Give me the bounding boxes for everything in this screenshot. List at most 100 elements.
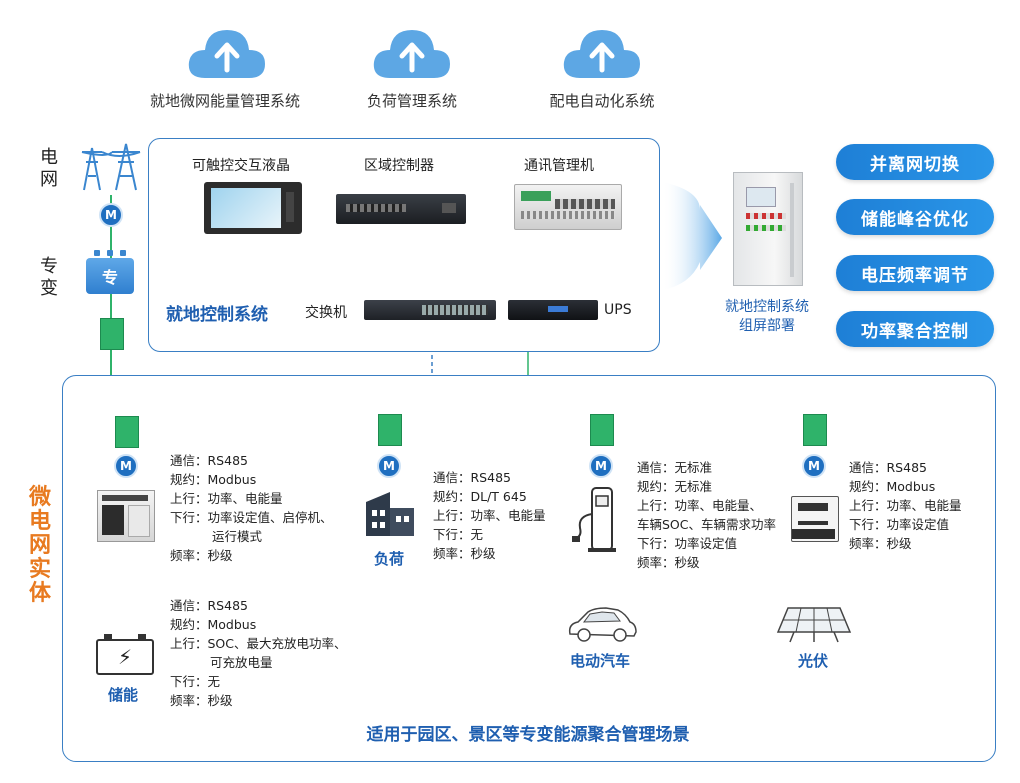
- cabinet-label-line: 组屏部署: [739, 318, 795, 334]
- transformer-label: 专 变: [40, 256, 58, 300]
- transformer-label-line: 专: [40, 256, 58, 277]
- area-controller-device: [336, 194, 466, 224]
- pcs-spec: 通信：RS485 规约：Modbus 上行：功率、电能量 下行：功率设定值、启停…: [170, 451, 333, 565]
- lightning-icon: ⚡: [96, 639, 154, 675]
- pv-label: 光伏: [798, 652, 829, 670]
- motor-letter: M: [105, 208, 117, 222]
- control-system-title: 就地控制系统: [166, 305, 268, 325]
- ev-motor-icon: M: [589, 454, 613, 478]
- battery-icon: ⚡: [96, 634, 154, 675]
- spec-line: 上行：功率、电能量: [849, 498, 962, 513]
- touch-lcd-label: 可触控交互液晶: [192, 158, 290, 174]
- grid-label-line: 电: [40, 147, 58, 168]
- vertical-char: 电: [29, 509, 52, 534]
- storage-label: 储能: [108, 686, 139, 704]
- spec-line: 下行：功率设定值: [849, 517, 950, 532]
- microgrid-vertical-label: 微 电 网 实 体: [29, 486, 55, 606]
- spec-line: 通信：RS485: [433, 470, 511, 485]
- spec-line: 下行：无: [433, 527, 484, 542]
- microgrid-panel: [62, 375, 996, 762]
- building-icon: [366, 492, 414, 536]
- switch-device: [364, 300, 496, 320]
- storage-breaker: [115, 416, 139, 448]
- function-pill-grid-switch: 并离网切换: [836, 144, 994, 180]
- cloud-label: 就地微网能量管理系统: [149, 92, 300, 110]
- function-pill-storage-optimize: 储能峰谷优化: [836, 199, 994, 235]
- pcs-device: [97, 490, 155, 542]
- spec-line: 频率：秒级: [849, 536, 912, 551]
- transformer-badge: 专: [86, 258, 134, 294]
- spec-line: 频率：秒级: [637, 555, 700, 570]
- power-tower-icon: [81, 143, 141, 191]
- transformer-label-line: 变: [40, 278, 58, 299]
- pv-spec: 通信：RS485 规约：Modbus 上行：功率、电能量 下行：功率设定值 频率…: [849, 458, 962, 553]
- cloud-upload-icon: [188, 30, 265, 78]
- spec-line: 通信：RS485: [170, 598, 248, 613]
- spec-line: 规约：Modbus: [170, 472, 257, 487]
- touch-lcd-device: [204, 182, 302, 234]
- spec-line: 频率：秒级: [433, 546, 496, 561]
- spec-line: 运行模式: [212, 529, 263, 544]
- cloud-label: 配电自动化系统: [549, 92, 655, 110]
- ups-label: UPS: [604, 302, 632, 318]
- motor-letter: M: [808, 459, 820, 473]
- spec-line: 频率：秒级: [170, 548, 233, 563]
- storage-motor-icon: M: [114, 454, 138, 478]
- cabinet-label-line: 就地控制系统: [725, 299, 809, 315]
- spec-line: 下行：功率设定值、启停机、: [170, 510, 333, 525]
- motor-letter: M: [120, 459, 132, 473]
- vertical-char: 实: [29, 557, 52, 582]
- spec-line: 规约：无标准: [637, 479, 713, 494]
- scenario-footer: 适用于园区、景区等专变能源聚合管理场景: [366, 725, 690, 745]
- spec-line: 通信：无标准: [637, 460, 713, 475]
- cloud-upload-icon: [373, 30, 450, 78]
- vertical-char: 微: [29, 485, 52, 510]
- cloud-system-3: 配电自动化系统: [502, 22, 702, 111]
- motor-letter: M: [383, 459, 395, 473]
- cloud-system-2: 负荷管理系统: [312, 22, 512, 111]
- comm-manager-label: 通讯管理机: [524, 158, 594, 174]
- ev-breaker: [590, 414, 614, 446]
- spec-line: 车辆SOC、车辆需求功率: [637, 517, 777, 532]
- pv-motor-icon: M: [802, 454, 826, 478]
- spec-line: 规约：DL/T 645: [433, 489, 527, 504]
- spec-line: 频率：秒级: [170, 693, 233, 708]
- load-spec: 通信：RS485 规约：DL/T 645 上行：功率、电能量 下行：无 频率：秒…: [433, 468, 546, 563]
- load-motor-icon: M: [377, 454, 401, 478]
- ev-label: 电动汽车: [570, 652, 631, 670]
- spec-line: 上行：功率、电能量、: [637, 498, 763, 513]
- ups-device: [508, 300, 598, 320]
- spec-line: 规约：Modbus: [849, 479, 936, 494]
- spec-line: 规约：Modbus: [170, 617, 257, 632]
- cabinet-label: 就地控制系统 组屏部署: [712, 298, 822, 336]
- car-icon: [568, 607, 637, 642]
- spec-line: 下行：无: [170, 674, 221, 689]
- load-label: 负荷: [374, 550, 405, 568]
- vertical-char: 网: [29, 533, 52, 558]
- grid-breaker: [100, 318, 124, 350]
- comm-manager-device: [514, 184, 622, 230]
- spec-line: 上行：功率、电能量: [433, 508, 546, 523]
- motor-letter: M: [595, 459, 607, 473]
- function-pill-voltage-frequency: 电压频率调节: [836, 255, 994, 291]
- area-controller-label: 区域控制器: [364, 158, 434, 174]
- pv-breaker: [803, 414, 827, 446]
- storage-spec: 通信：RS485 规约：Modbus 上行：SOC、最大充放电功率、 可充放电量…: [170, 596, 347, 710]
- grid-motor-icon: M: [99, 203, 123, 227]
- solar-panel-icon: [776, 607, 852, 643]
- spec-line: 通信：RS485: [170, 453, 248, 468]
- pv-inverter-device: [791, 496, 839, 542]
- grid-label-line: 网: [40, 169, 58, 190]
- spec-line: 上行：功率、电能量: [170, 491, 283, 506]
- cloud-label: 负荷管理系统: [366, 92, 457, 110]
- ev-charger-icon: [572, 487, 616, 552]
- ev-spec: 通信：无标准 规约：无标准 上行：功率、电能量、 车辆SOC、车辆需求功率 下行…: [637, 458, 776, 572]
- spec-line: 上行：SOC、最大充放电功率、: [170, 636, 347, 651]
- spec-line: 可充放电量: [210, 655, 273, 670]
- cloud-system-1: 就地微网能量管理系统: [125, 22, 325, 111]
- control-cabinet: [733, 172, 803, 286]
- grid-label: 电 网: [40, 147, 58, 191]
- load-breaker: [378, 414, 402, 446]
- cloud-upload-icon: [563, 30, 640, 78]
- spec-line: 通信：RS485: [849, 460, 927, 475]
